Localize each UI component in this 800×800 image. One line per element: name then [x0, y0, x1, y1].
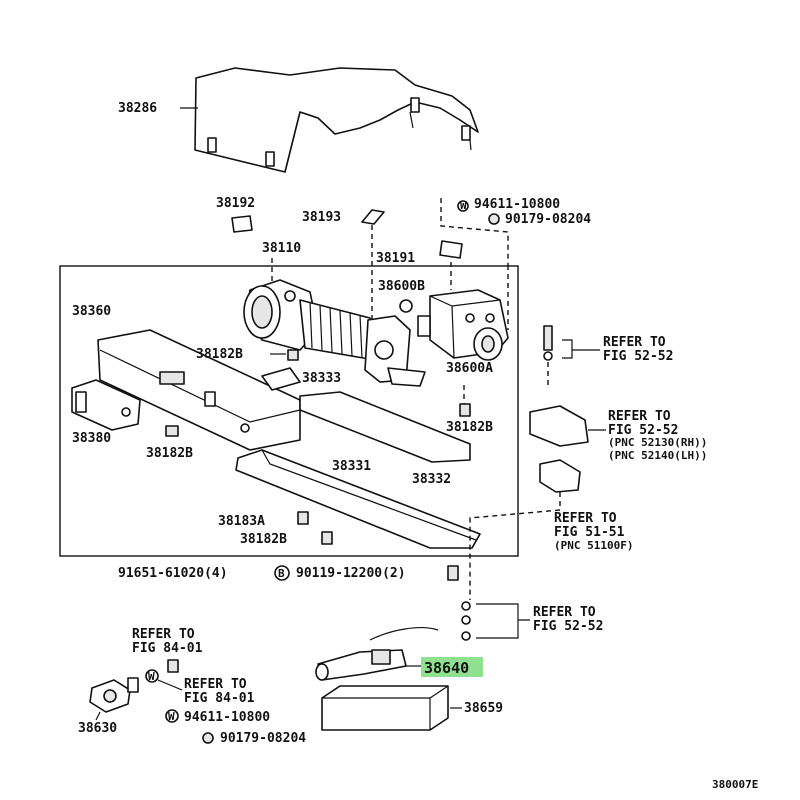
letter-w1: W [460, 199, 467, 212]
nut-2 [461, 615, 471, 625]
label-38600b: 38600B [378, 279, 425, 294]
refer6-title: REFER TO [184, 677, 247, 692]
washer-top [457, 200, 469, 212]
label-38110: 38110 [262, 241, 301, 256]
washer-w2 [145, 669, 159, 683]
nut-top [488, 213, 500, 225]
sensor-38630[interactable] [89, 677, 139, 713]
label-38182b-b: 38182B [146, 446, 193, 461]
label-90179-bottom: 90179-08204 [220, 731, 306, 746]
bolt-38182b-a[interactable] [287, 349, 299, 361]
nut-1 [461, 601, 471, 611]
label-38183a: 38183A [218, 514, 265, 529]
assembly-frame [59, 265, 519, 557]
bracket-refer3 [539, 459, 581, 493]
diagram-code: 380007E [712, 778, 758, 791]
refer2-title: REFER TO [608, 409, 671, 424]
refer3-pnc: (PNC 51100F) [554, 539, 633, 552]
refer4-fig: FIG 52-52 [533, 619, 603, 634]
label-94611-bottom: 94611-10800 [184, 710, 270, 725]
refer5-fig: FIG 84-01 [132, 641, 203, 656]
bracket-refer2 [529, 405, 589, 447]
refer1-fig: FIG 52-52 [603, 349, 673, 364]
box-38659[interactable] [321, 685, 449, 731]
bolt-38182b-d[interactable] [321, 531, 333, 545]
label-38191: 38191 [376, 251, 415, 266]
label-90179-top: 90179-08204 [505, 212, 591, 227]
nut-3 [461, 631, 471, 641]
bolt-38182b-b[interactable] [165, 425, 179, 437]
bolt-refer1 [543, 325, 553, 351]
label-38182b-c: 38182B [446, 420, 493, 435]
bolt-refer5 [167, 659, 179, 673]
refer3-title: REFER TO [554, 511, 617, 526]
nut-bottom [202, 732, 214, 744]
cover-38286[interactable] [194, 67, 479, 173]
bolt-38183a[interactable] [297, 511, 309, 525]
refer1-title: REFER TO [603, 335, 666, 350]
washer-b [274, 565, 290, 581]
cable-38640[interactable] [315, 627, 439, 681]
label-38332: 38332 [412, 472, 451, 487]
refer5-title: REFER TO [132, 627, 195, 642]
refer2-pnc1: (PNC 52130(RH)) [608, 436, 707, 449]
label-90119: 90119-12200(2) [296, 566, 406, 581]
label-94611-top: 94611-10800 [474, 197, 560, 212]
label-38182b-d: 38182B [240, 532, 287, 547]
letter-w3: W [168, 710, 175, 723]
label-38333: 38333 [302, 371, 341, 386]
pad-38192[interactable] [231, 215, 253, 233]
label-38193: 38193 [302, 210, 341, 225]
label-38659: 38659 [464, 701, 503, 716]
compressor-38110[interactable] [243, 279, 426, 387]
highlight-38640 [421, 657, 483, 677]
label-38192: 38192 [216, 196, 255, 211]
refer2-fig: FIG 52-52 [608, 423, 678, 438]
refer6-fig: FIG 84-01 [184, 691, 255, 706]
label-91651: 91651-61020(4) [118, 566, 228, 581]
part-38191[interactable] [439, 240, 463, 259]
bracket-38380[interactable] [71, 379, 141, 431]
label-38182b-a: 38182B [196, 347, 243, 362]
clip-38333[interactable] [261, 367, 301, 391]
ring-38600b[interactable] [399, 299, 413, 313]
refer3-fig: FIG 51-51 [554, 525, 625, 540]
label-38331: 38331 [332, 459, 371, 474]
label-38286: 38286 [118, 101, 157, 116]
washer-w3 [165, 709, 179, 723]
refer4-title: REFER TO [533, 605, 596, 620]
label-38630: 38630 [78, 721, 117, 736]
letter-b: B [278, 567, 285, 580]
label-38380: 38380 [72, 431, 111, 446]
label-38600a: 38600A [446, 361, 493, 376]
bracket-38360[interactable] [97, 329, 301, 451]
letter-w2: W [148, 670, 155, 683]
label-38640: 38640 [424, 659, 469, 677]
motor-38600a[interactable] [417, 289, 509, 361]
bar-38332[interactable] [299, 391, 471, 463]
bolt-38182b-c[interactable] [459, 403, 471, 417]
label-38360: 38360 [72, 304, 111, 319]
clip-38193[interactable] [361, 209, 385, 225]
bolt-90119[interactable] [447, 565, 459, 581]
refer2-pnc2: (PNC 52140(LH)) [608, 449, 707, 462]
